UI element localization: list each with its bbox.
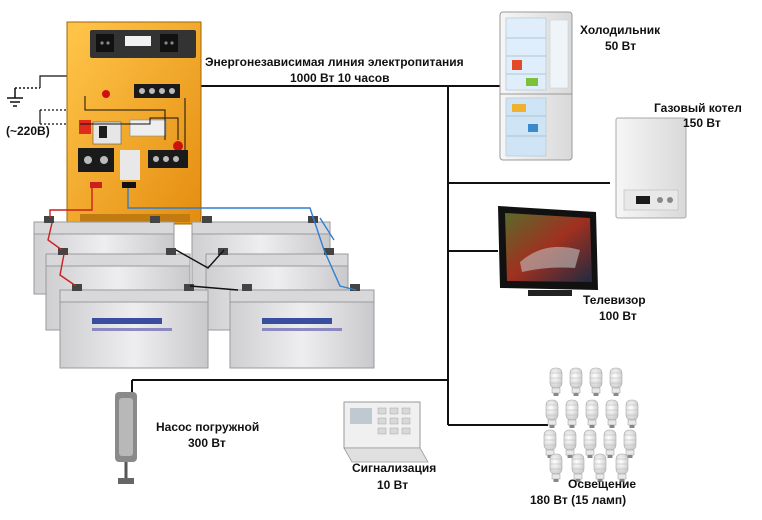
power-bus xyxy=(131,85,610,426)
line-title: Энергонезависимая линия электропитания xyxy=(205,55,464,69)
consumer-power: 100 Вт xyxy=(599,309,637,323)
consumer-power: 150 Вт xyxy=(683,116,721,130)
bulb-icon xyxy=(563,429,577,458)
consumer-name: Телевизор xyxy=(583,293,646,307)
switch-icon xyxy=(79,120,91,134)
socket-icon xyxy=(160,34,178,52)
indicator-light-icon xyxy=(102,90,110,98)
consumer-power: 180 Вт (15 ламп) xyxy=(530,493,626,507)
bulbs-icon xyxy=(543,367,639,482)
gas-boiler-icon xyxy=(615,117,687,219)
bulb-icon xyxy=(593,453,607,482)
line-spec: 1000 Вт 10 часов xyxy=(290,71,389,85)
bulb-icon xyxy=(583,429,597,458)
mains-label: (~220В) xyxy=(6,124,50,138)
bulb-icon xyxy=(615,453,629,482)
battery-wiring xyxy=(47,188,357,291)
battery-icon xyxy=(229,284,375,369)
battery-bank xyxy=(33,188,375,369)
socket-icon xyxy=(96,34,114,52)
inverter-unit xyxy=(66,21,202,225)
consumer-name: Освещение xyxy=(568,477,636,491)
bulb-icon xyxy=(603,429,617,458)
refrigerator-icon xyxy=(499,11,573,161)
alarm-keypad-icon xyxy=(343,401,429,463)
bulb-icon xyxy=(609,367,623,396)
battery-icon xyxy=(59,284,209,369)
bulb-icon xyxy=(589,367,603,396)
consumer-power: 10 Вт xyxy=(377,478,408,492)
consumer-name: Сигнализация xyxy=(352,461,436,475)
terminal-block xyxy=(134,84,180,98)
consumer-name: Холодильник xyxy=(580,23,661,37)
bulb-icon xyxy=(625,399,639,428)
battery-terminal xyxy=(78,148,114,172)
bulb-icon xyxy=(605,399,619,428)
bulb-icon xyxy=(623,429,637,458)
bulb-icon xyxy=(543,429,557,458)
consumer-power: 50 Вт xyxy=(605,39,636,53)
bulb-icon xyxy=(545,399,559,428)
bulb-icon xyxy=(571,453,585,482)
ground-icon xyxy=(7,87,40,107)
bulb-icon xyxy=(549,367,563,396)
submersible-pump-icon xyxy=(115,392,137,484)
consumer-power: 300 Вт xyxy=(188,436,226,450)
bulb-icon xyxy=(549,453,563,482)
television-icon xyxy=(498,206,598,296)
bulb-icon xyxy=(585,399,599,428)
consumer-name: Газовый котел xyxy=(654,101,742,115)
bulb-icon xyxy=(569,367,583,396)
consumer-name: Насос погружной xyxy=(156,420,259,434)
bulb-icon xyxy=(565,399,579,428)
